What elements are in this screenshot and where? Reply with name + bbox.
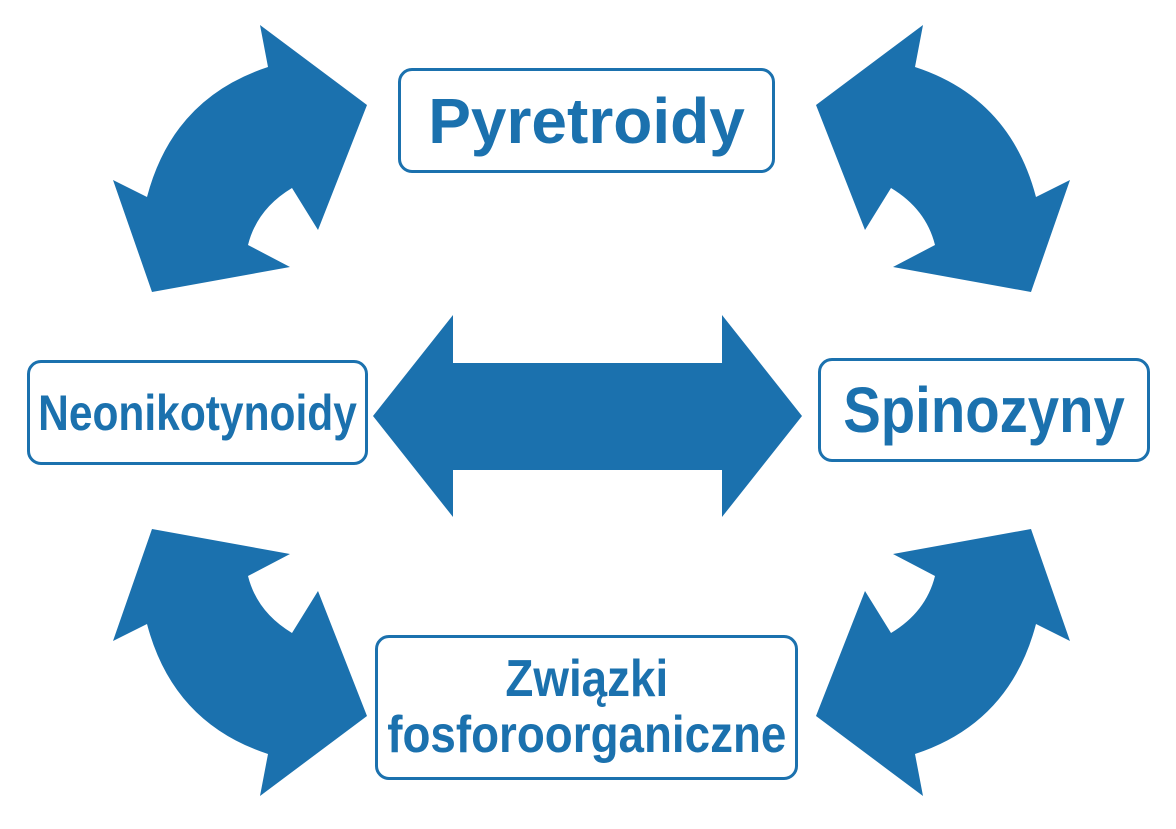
horizontal-double-arrow — [373, 315, 802, 517]
node-zwiazki-fosforoorganiczne: Związki fosforoorganiczne — [375, 635, 798, 780]
curved-double-arrow-bottom-right — [816, 529, 1070, 796]
node-neonikotynoidy: Neonikotynoidy — [27, 360, 368, 465]
node-zwiazki-label-line2: fosforoorganiczne — [386, 705, 787, 764]
node-zwiazki-label: Związki fosforoorganiczne — [360, 649, 814, 764]
curved-double-arrow-top-left — [113, 25, 367, 292]
node-pyretroidy: Pyretroidy — [398, 68, 775, 173]
node-neonikotynoidy-label: Neonikotynoidy — [38, 384, 357, 441]
curved-double-arrow-top-right — [816, 25, 1070, 292]
node-pyretroidy-label: Pyretroidy — [428, 84, 745, 157]
node-spinozyny-label: Spinozyny — [843, 374, 1125, 446]
curved-double-arrow-bottom-left — [113, 529, 367, 796]
node-zwiazki-label-line1: Związki — [505, 649, 668, 708]
node-spinozyny: Spinozyny — [818, 358, 1150, 462]
